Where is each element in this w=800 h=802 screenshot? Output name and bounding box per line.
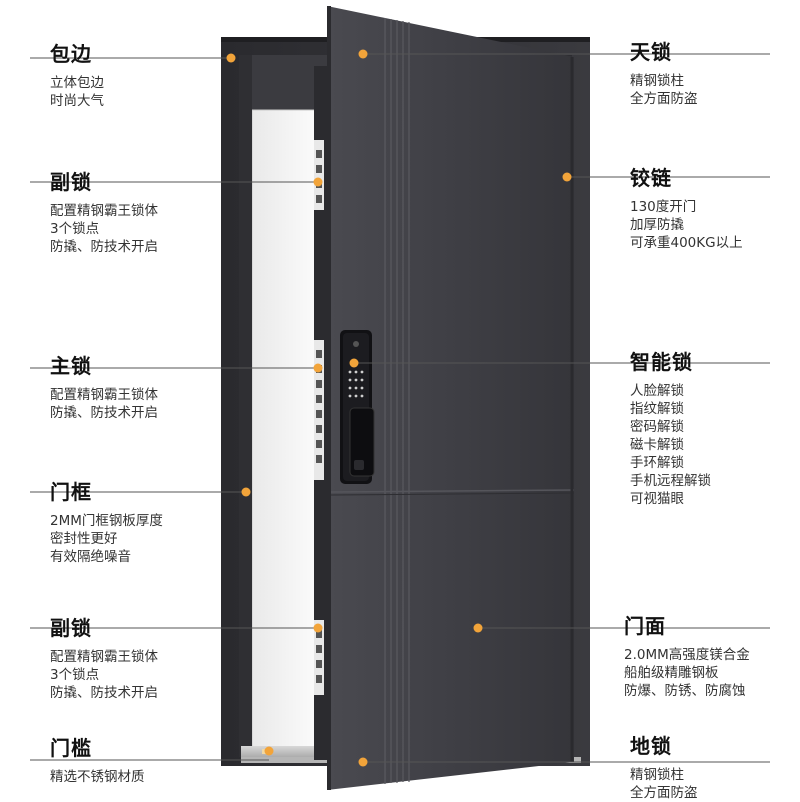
desc-line: 磁卡解锁 — [630, 437, 684, 453]
dot-tiansuo — [358, 49, 368, 59]
dot-jiaolian — [562, 172, 572, 182]
callout-title: 铰链 — [630, 166, 672, 190]
callout-disuo: 地锁 精钢锁柱 全方面防盗 — [630, 734, 800, 802]
desc-line: 精选不锈钢材质 — [50, 769, 145, 785]
dot-baobian — [226, 53, 236, 63]
dot-menkuang — [241, 487, 251, 497]
desc-line: 有效隔绝噪音 — [50, 549, 131, 565]
callout-title: 门框 — [50, 480, 92, 504]
door-edge-strip — [314, 66, 330, 760]
desc-line: 130度开门 — [630, 199, 697, 215]
dot-zhusuo — [313, 363, 323, 373]
callout-title: 门槛 — [50, 736, 92, 760]
desc-line: 手环解锁 — [630, 455, 684, 471]
callout-menkan: 门槛 精选不锈钢材质 — [50, 736, 260, 786]
callout-desc: 配置精钢霸王锁体 3个锁点 防撬、防技术开启 — [50, 648, 260, 702]
callout-desc: 精选不锈钢材质 — [50, 768, 260, 786]
callout-desc: 精钢锁柱 全方面防盗 — [630, 766, 800, 802]
desc-line: 防撬、防技术开启 — [50, 405, 158, 421]
callout-zhusuo: 主锁 配置精钢霸王锁体 防撬、防技术开启 — [50, 354, 260, 422]
callout-desc: 人脸解锁 指纹解锁 密码解锁 磁卡解锁 手环解锁 手机远程解锁 可视猫眼 — [630, 382, 800, 508]
dot-disuo — [358, 757, 368, 767]
callout-title: 门面 — [624, 614, 666, 638]
callout-tiansuo: 天锁 精钢锁柱 全方面防盗 — [630, 40, 800, 108]
desc-line: 3个锁点 — [50, 667, 100, 683]
desc-line: 全方面防盗 — [630, 91, 698, 107]
callout-desc: 130度开门 加厚防撬 可承重400KG以上 — [630, 198, 800, 252]
dot-menkan — [264, 746, 274, 756]
callout-desc: 配置精钢霸王锁体 防撬、防技术开启 — [50, 386, 260, 422]
callout-title: 副锁 — [50, 170, 92, 194]
callout-desc: 2.0MM高强度镁合金 船舶级精雕钢板 防爆、防锈、防腐蚀 — [624, 646, 800, 700]
desc-line: 全方面防盗 — [630, 785, 698, 801]
desc-line: 防爆、防锈、防腐蚀 — [624, 683, 746, 699]
callout-title: 地锁 — [630, 734, 672, 758]
callout-title: 包边 — [50, 42, 92, 66]
desc-line: 时尚大气 — [50, 93, 104, 109]
callout-desc: 立体包边 时尚大气 — [50, 74, 260, 110]
desc-line: 立体包边 — [50, 75, 104, 91]
callout-title: 副锁 — [50, 616, 92, 640]
desc-line: 2MM门框钢板厚度 — [50, 513, 163, 529]
leader-lines — [30, 53, 770, 763]
desc-line: 防撬、防技术开启 — [50, 239, 158, 255]
desc-line: 配置精钢霸王锁体 — [50, 649, 158, 665]
callout-baobian: 包边 立体包边 时尚大气 — [50, 42, 260, 110]
desc-line: 防撬、防技术开启 — [50, 685, 158, 701]
desc-line: 人脸解锁 — [630, 383, 684, 399]
callout-menmian: 门面 2.0MM高强度镁合金 船舶级精雕钢板 防爆、防锈、防腐蚀 — [624, 614, 800, 700]
desc-line: 加厚防撬 — [630, 217, 684, 233]
callout-desc: 配置精钢霸王锁体 3个锁点 防撬、防技术开启 — [50, 202, 260, 256]
callout-jiaolian: 铰链 130度开门 加厚防撬 可承重400KG以上 — [630, 166, 800, 252]
desc-line: 2.0MM高强度镁合金 — [624, 647, 750, 663]
callout-dots — [226, 49, 572, 767]
desc-line: 指纹解锁 — [630, 401, 684, 417]
desc-line: 配置精钢霸王锁体 — [50, 203, 158, 219]
desc-line: 手机远程解锁 — [630, 473, 711, 489]
callout-fusuo-top: 副锁 配置精钢霸王锁体 3个锁点 防撬、防技术开启 — [50, 170, 260, 256]
door-panel — [327, 6, 575, 790]
desc-line: 可承重400KG以上 — [630, 235, 743, 251]
desc-line: 密码解锁 — [630, 419, 684, 435]
callout-zhinengsuo: 智能锁 人脸解锁 指纹解锁 密码解锁 磁卡解锁 手环解锁 手机远程解锁 可视猫眼 — [630, 350, 800, 508]
desc-line: 可视猫眼 — [630, 491, 684, 507]
dot-zhinengsuo — [349, 358, 359, 368]
callout-title: 主锁 — [50, 354, 92, 378]
dot-fusuo-top — [313, 177, 323, 187]
desc-line: 配置精钢霸王锁体 — [50, 387, 158, 403]
callout-menkuang: 门框 2MM门框钢板厚度 密封性更好 有效隔绝噪音 — [50, 480, 260, 566]
callout-title: 天锁 — [630, 40, 672, 64]
desc-line: 船舶级精雕钢板 — [624, 665, 719, 681]
callout-title: 智能锁 — [630, 350, 693, 374]
desc-line: 精钢锁柱 — [630, 767, 684, 783]
dot-menmian — [473, 623, 483, 633]
callout-desc: 精钢锁柱 全方面防盗 — [630, 72, 800, 108]
dot-fusuo-bottom — [313, 623, 323, 633]
desc-line: 密封性更好 — [50, 531, 118, 547]
callout-fusuo-bottom: 副锁 配置精钢霸王锁体 3个锁点 防撬、防技术开启 — [50, 616, 260, 702]
smart-lock — [340, 330, 375, 484]
desc-line: 3个锁点 — [50, 221, 100, 237]
callout-desc: 2MM门框钢板厚度 密封性更好 有效隔绝噪音 — [50, 512, 260, 566]
desc-line: 精钢锁柱 — [630, 73, 684, 89]
